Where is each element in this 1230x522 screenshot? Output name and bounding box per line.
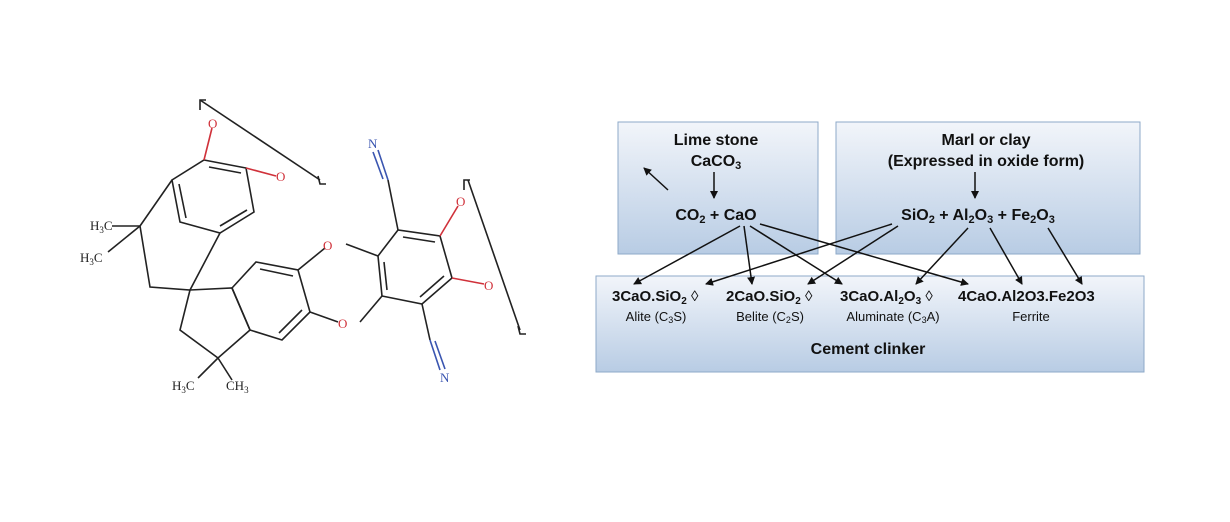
nitrogen-atom-2: N bbox=[440, 370, 450, 385]
oxygen-atom-5: O bbox=[456, 194, 465, 209]
reaction-arrows bbox=[633, 167, 1083, 286]
arrow-sio2-belite bbox=[807, 225, 899, 285]
clinker-box bbox=[595, 275, 1145, 373]
limestone-formula: CaCO3 bbox=[691, 153, 742, 172]
cement-diagram: Lime stone CaCO3 CO2 + CaO Marl or clay … bbox=[595, 121, 1145, 373]
clinker-formula-ferrite: 4CaO.Al2O3.Fe2O3 bbox=[958, 288, 1095, 305]
nitrile-bottom bbox=[421, 303, 446, 371]
clinker-formula-aluminate: 3CaO.Al2O3 ◊ bbox=[840, 288, 933, 307]
oxygen-atom-6: O bbox=[484, 278, 493, 293]
oxygen-atom-1: O bbox=[208, 116, 217, 131]
clinker-name-ferrite: Ferrite bbox=[1012, 309, 1050, 324]
chemical-structure: O O O O O O N N H3C H3C H3C CH3 bbox=[80, 99, 526, 395]
arrow-al2o3-aluminate bbox=[915, 227, 969, 285]
methyl-bond-3 bbox=[197, 357, 219, 379]
arrow-cao-ferrite bbox=[759, 223, 969, 286]
marl-oxides: SiO2 + Al2O3 + Fe2O3 bbox=[901, 207, 1055, 226]
oxygen-atom-4: O bbox=[338, 316, 347, 331]
cyclopentane-ring-lower bbox=[179, 287, 251, 360]
limestone-title: Lime stone bbox=[674, 132, 759, 149]
oxygen-atom-2: O bbox=[276, 169, 285, 184]
clinker-formula-alite: 3CaO.SiO2 ◊ bbox=[612, 288, 699, 307]
limestone-box bbox=[617, 121, 819, 255]
clinker-name-aluminate: Aluminate (C3A) bbox=[846, 309, 939, 325]
arrow-al2o3-ferrite bbox=[989, 227, 1023, 285]
limestone-reaction: CO2 + CaO bbox=[675, 207, 756, 226]
arrow-cao-alite bbox=[633, 225, 741, 285]
ether-bond-2 bbox=[245, 167, 277, 177]
benzene-ring-middle bbox=[231, 261, 311, 341]
ether-bond-4 bbox=[451, 277, 485, 285]
clinker-formula-belite: 2CaO.SiO2 ◊ bbox=[726, 288, 813, 307]
methyl-label-4: CH3 bbox=[226, 378, 249, 395]
arrow-sio2-alite bbox=[705, 223, 893, 286]
nitrile-top bbox=[372, 149, 399, 231]
methyl-label-3: H3C bbox=[172, 378, 195, 395]
marl-subtitle: (Expressed in oxide form) bbox=[888, 153, 1085, 170]
polymer-bracket-right bbox=[463, 179, 526, 335]
polymer-bracket-left bbox=[199, 99, 326, 185]
cyclopentane-ring-upper bbox=[139, 179, 221, 291]
clinker-title: Cement clinker bbox=[811, 341, 926, 358]
methyl-bond-4 bbox=[217, 357, 233, 381]
arrow-cao-belite bbox=[743, 225, 756, 285]
ether-bond-1 bbox=[203, 127, 213, 161]
marl-box bbox=[835, 121, 1141, 255]
clinker-name-belite: Belite (C2S) bbox=[736, 309, 804, 325]
benzene-ring-cyano bbox=[377, 229, 453, 305]
clinker-name-alite: Alite (C3S) bbox=[626, 309, 687, 325]
arrow-co2-release bbox=[643, 167, 669, 191]
methyl-label-2: H3C bbox=[80, 250, 103, 267]
dioxin-ring bbox=[297, 243, 383, 323]
methyl-label-1: H3C bbox=[90, 218, 113, 235]
nitrogen-atom-1: N bbox=[368, 136, 378, 151]
marl-title: Marl or clay bbox=[942, 132, 1031, 149]
arrow-fe2o3-ferrite bbox=[1047, 227, 1083, 285]
benzene-ring-top bbox=[171, 159, 255, 234]
methyl-bond-2 bbox=[107, 225, 141, 253]
oxygen-atom-3: O bbox=[323, 238, 332, 253]
ether-bond-3 bbox=[439, 205, 459, 237]
